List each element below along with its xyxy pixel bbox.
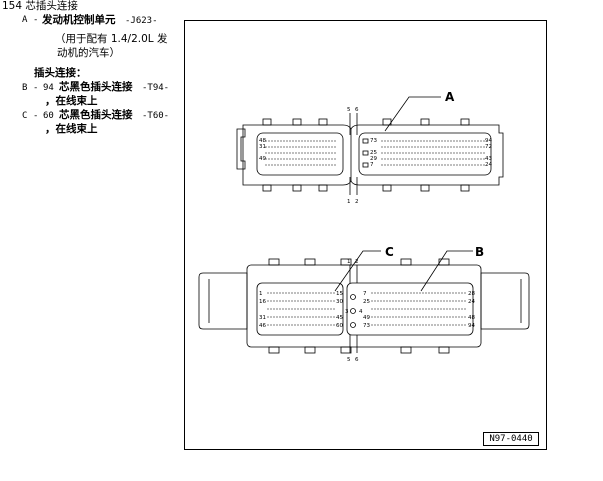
item-a-letter: A [22, 15, 28, 25]
connector-c-dash: - [33, 111, 39, 121]
connector-diagram: A C B 5 6 1 2 48 31 49 73 25 29 7 94 72 … [184, 20, 547, 450]
connector-drawing: A C B 5 6 1 2 48 31 49 73 25 29 7 94 72 … [198, 90, 530, 363]
item-a-ref: -J623- [125, 16, 158, 26]
connector-b-text: 芯黑色插头连接 [59, 81, 133, 93]
callout-a: A [445, 90, 455, 104]
pin-label: 94 [485, 138, 492, 144]
pin-label: 45 [336, 315, 343, 321]
connector-c-ref: -T60- [142, 111, 170, 121]
pin-label: 2 [355, 199, 359, 205]
pin-label: 7 [363, 291, 367, 297]
callout-c: C [385, 245, 394, 259]
connector-c-sub: ，在线束上 [45, 123, 98, 135]
pin-label: 48 [468, 315, 475, 321]
pin-label: 24 [485, 162, 492, 168]
connector-b-dash: - [33, 83, 39, 93]
pin-label: 43 [485, 156, 492, 162]
pin-label: 49 [259, 156, 266, 162]
item-a-note-line1: （用于配有 1.4/2.0L 发 [55, 33, 168, 45]
pin-label: 60 [336, 323, 343, 329]
callout-b: B [475, 245, 484, 259]
item-a-text: 发动机控制单元 [42, 14, 116, 26]
connector-b-letter: B [22, 83, 28, 93]
pin-label: 28 [468, 291, 475, 297]
pin-label: 31 [259, 144, 266, 150]
pin-label: 3 [345, 309, 349, 315]
pin-label: 5 [347, 107, 351, 113]
pin-label: 94 [468, 323, 475, 329]
pin-label: 73 [363, 323, 370, 329]
connector-b-ref: -T94- [142, 83, 170, 93]
pin-label: 4 [359, 309, 363, 315]
item-a-dash: - [33, 15, 39, 25]
connector-b-sub: ，在线束上 [45, 95, 98, 107]
control-unit-j623 [236, 96, 504, 195]
pin-label: 2 [355, 259, 359, 265]
pin-label: 31 [259, 315, 266, 321]
connector-c-text: 芯黑色插头连接 [59, 109, 133, 121]
figure-code: N97-0440 [483, 432, 539, 446]
connector-c-count: 60 [43, 111, 54, 121]
pin-label: 1 [347, 199, 351, 205]
pin-label: 46 [259, 323, 266, 329]
harness-connectors [198, 250, 530, 354]
pin-label: 16 [259, 299, 266, 305]
pin-label: 1 [259, 291, 263, 297]
page-heading: 154 芯插头连接 [2, 0, 78, 12]
pin-label: 7 [370, 162, 374, 168]
connector-heading: 插头连接： [34, 67, 87, 79]
item-a-note-line2: 动机的汽车） [57, 47, 120, 59]
connector-b-count: 94 [43, 83, 54, 93]
pin-label: 49 [363, 315, 370, 321]
pin-label: 73 [370, 138, 377, 144]
pin-label: 1 [347, 259, 351, 265]
pin-label: 6 [355, 107, 359, 113]
pin-label: 25 [363, 299, 370, 305]
pin-label: 48 [259, 138, 266, 144]
pin-label: 72 [485, 144, 492, 150]
connector-c-letter: C [22, 111, 28, 121]
pin-label: 15 [336, 291, 343, 297]
pin-label: 30 [336, 299, 343, 305]
pin-label: 24 [468, 299, 475, 305]
pin-label: 25 [370, 150, 377, 156]
pin-label: 5 [347, 357, 351, 363]
pin-label: 29 [370, 156, 377, 162]
pin-label: 6 [355, 357, 359, 363]
